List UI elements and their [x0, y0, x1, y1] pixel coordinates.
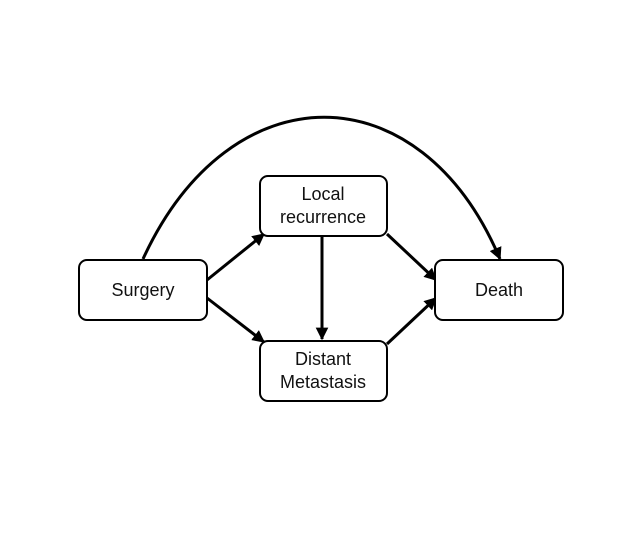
node-local-recurrence-label-line1: Local [301, 184, 344, 204]
node-death-label: Death [475, 280, 523, 300]
edge-surgery-to-local-recurrence [206, 232, 265, 282]
node-distant-metastasis-label-line1: Distant [295, 349, 351, 369]
node-surgery-box [78, 259, 208, 321]
node-distant-metastasis-box [259, 340, 388, 402]
node-distant-metastasis: Distant Metastasis [259, 340, 388, 402]
node-distant-metastasis-label-line2: Metastasis [280, 372, 366, 392]
node-surgery: Surgery [78, 259, 208, 321]
node-local-recurrence: Local recurrence [259, 175, 388, 237]
node-death-box [434, 259, 564, 321]
node-death: Death [434, 259, 564, 321]
node-surgery-label: Surgery [111, 280, 174, 300]
edges [141, 115, 502, 346]
edge-distant-metastasis-to-death [385, 296, 438, 346]
node-local-recurrence-box [259, 175, 388, 237]
node-local-recurrence-label-line2: recurrence [280, 207, 366, 227]
edge-surgery-to-distant-metastasis [206, 296, 265, 344]
edge-local-recurrence-to-death [385, 232, 438, 282]
edge-surgery-to-death [141, 115, 502, 261]
